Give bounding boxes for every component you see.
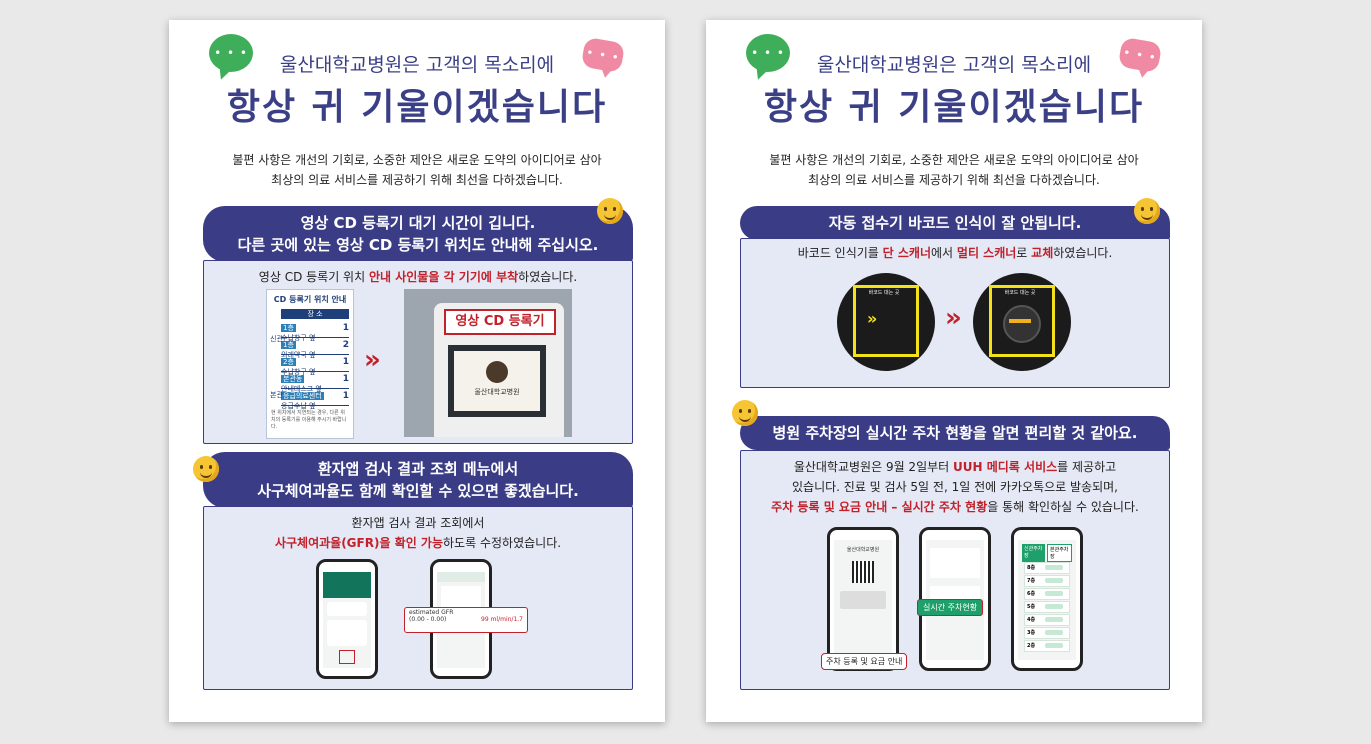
header-title: 항상 귀 기울이겠습니다 (763, 87, 1145, 128)
multi-scanner-photo: 바코드 대는 곳 (973, 273, 1071, 371)
parking-floor-row: 2층 (1024, 640, 1070, 652)
parking-floor-row: 7층 (1024, 575, 1070, 587)
green-chat-bubble-icon: • • • (209, 34, 253, 72)
gfr-result-callout: estimated GFR (0.00 - 0.00)99 ml/min/1.7 (404, 607, 528, 633)
medirok-phone-qr: 울산대학교병원 (827, 527, 899, 671)
arrow-right-icon: » (364, 345, 381, 375)
answer-panel-gfr: 환자앱 검사 결과 조회에서 사구체여과율(GFR)을 확인 가능하도록 수정하… (203, 506, 633, 690)
tab-new-building-parking[interactable]: 신관주차장 (1022, 544, 1045, 562)
answer-panel-cd: 영상 CD 등록기 위치 안내 사인물을 각 기기에 부착하였습니다. CD 등… (203, 260, 633, 444)
arrow-right-icon: » (945, 303, 962, 333)
parking-fee-tag: 주차 등록 및 요금 안내 (821, 653, 908, 670)
answer-text-barcode: 바코드 인식기를 단 스캐너에서 멀티 스캐너로 교체하였습니다. (797, 246, 1113, 260)
realtime-parking-tag: 실시간 주차현황 (917, 599, 984, 616)
poster-left: • • • • • • 울산대학교병원은 고객의 목소리에 항상 귀 기울이겠습… (169, 20, 665, 722)
header-intro: 불편 사항은 개선의 기회로, 소중한 제안은 새로운 도약의 아이디어로 삼아… (769, 153, 1139, 187)
header-top-line: 울산대학교병원은 고객의 목소리에 (279, 54, 555, 76)
question-banner-parking: 병원 주차장의 실시간 주차 현황을 알면 편리할 것 같아요. (740, 416, 1170, 450)
question-banner-barcode: 자동 접수기 바코드 인식이 잘 안됩니다. (740, 206, 1170, 240)
question-banner-cd: 영상 CD 등록기 대기 시간이 깁니다. 다른 곳에 있는 영상 CD 등록기… (203, 206, 633, 262)
answer-panel-parking: 울산대학교병원은 9월 2일부터 UUH 메디록 서비스를 제공하고 있습니다.… (740, 450, 1170, 690)
poster-right: • • • • • • 울산대학교병원은 고객의 목소리에 항상 귀 기울이겠습… (706, 20, 1202, 722)
green-chat-bubble-icon: • • • (746, 34, 790, 72)
single-scanner-photo: 바코드 대는 곳 » (837, 273, 935, 371)
cd-registrar-photo: 영상 CD 등록기 울산대학교병원 (404, 289, 572, 437)
smile-emoji-icon (597, 198, 623, 224)
tab-main-building-parking[interactable]: 본관주차장 (1047, 544, 1072, 562)
parking-floor-row: 3층 (1024, 627, 1070, 639)
answer-text-gfr: 환자앱 검사 결과 조회에서 사구체여과율(GFR)을 확인 가능하도록 수정하… (274, 516, 562, 550)
header-top-line: 울산대학교병원은 고객의 목소리에 (816, 54, 1092, 76)
grin-emoji-icon (193, 456, 219, 482)
parking-floor-row: 6층 (1024, 588, 1070, 600)
header-title: 항상 귀 기울이겠습니다 (226, 87, 608, 128)
parking-floor-row: 8층 (1024, 562, 1070, 574)
parking-floor-row: 4층 (1024, 614, 1070, 626)
question-banner-gfr: 환자앱 검사 결과 조회 메뉴에서 사구체여과율도 함께 확인할 수 있으면 좋… (203, 452, 633, 508)
patient-app-phone-home (316, 559, 378, 679)
answer-panel-barcode: 바코드 인식기를 단 스캐너에서 멀티 스캐너로 교체하였습니다. 바코드 대는… (740, 238, 1170, 388)
parking-floor-row: 5층 (1024, 601, 1070, 613)
cd-registrar-sign-label: 영상 CD 등록기 (444, 309, 556, 335)
answer-text-parking: 울산대학교병원은 9월 2일부터 UUH 메디록 서비스를 제공하고 있습니다.… (771, 460, 1139, 514)
smile-emoji-icon (1134, 198, 1160, 224)
answer-text-cd: 영상 CD 등록기 위치 안내 사인물을 각 기기에 부착하였습니다. (258, 270, 578, 284)
grin-emoji-icon (732, 400, 758, 426)
header-intro: 불편 사항은 개선의 기회로, 소중한 제안은 새로운 도약의 아이디어로 삼아… (232, 153, 602, 187)
